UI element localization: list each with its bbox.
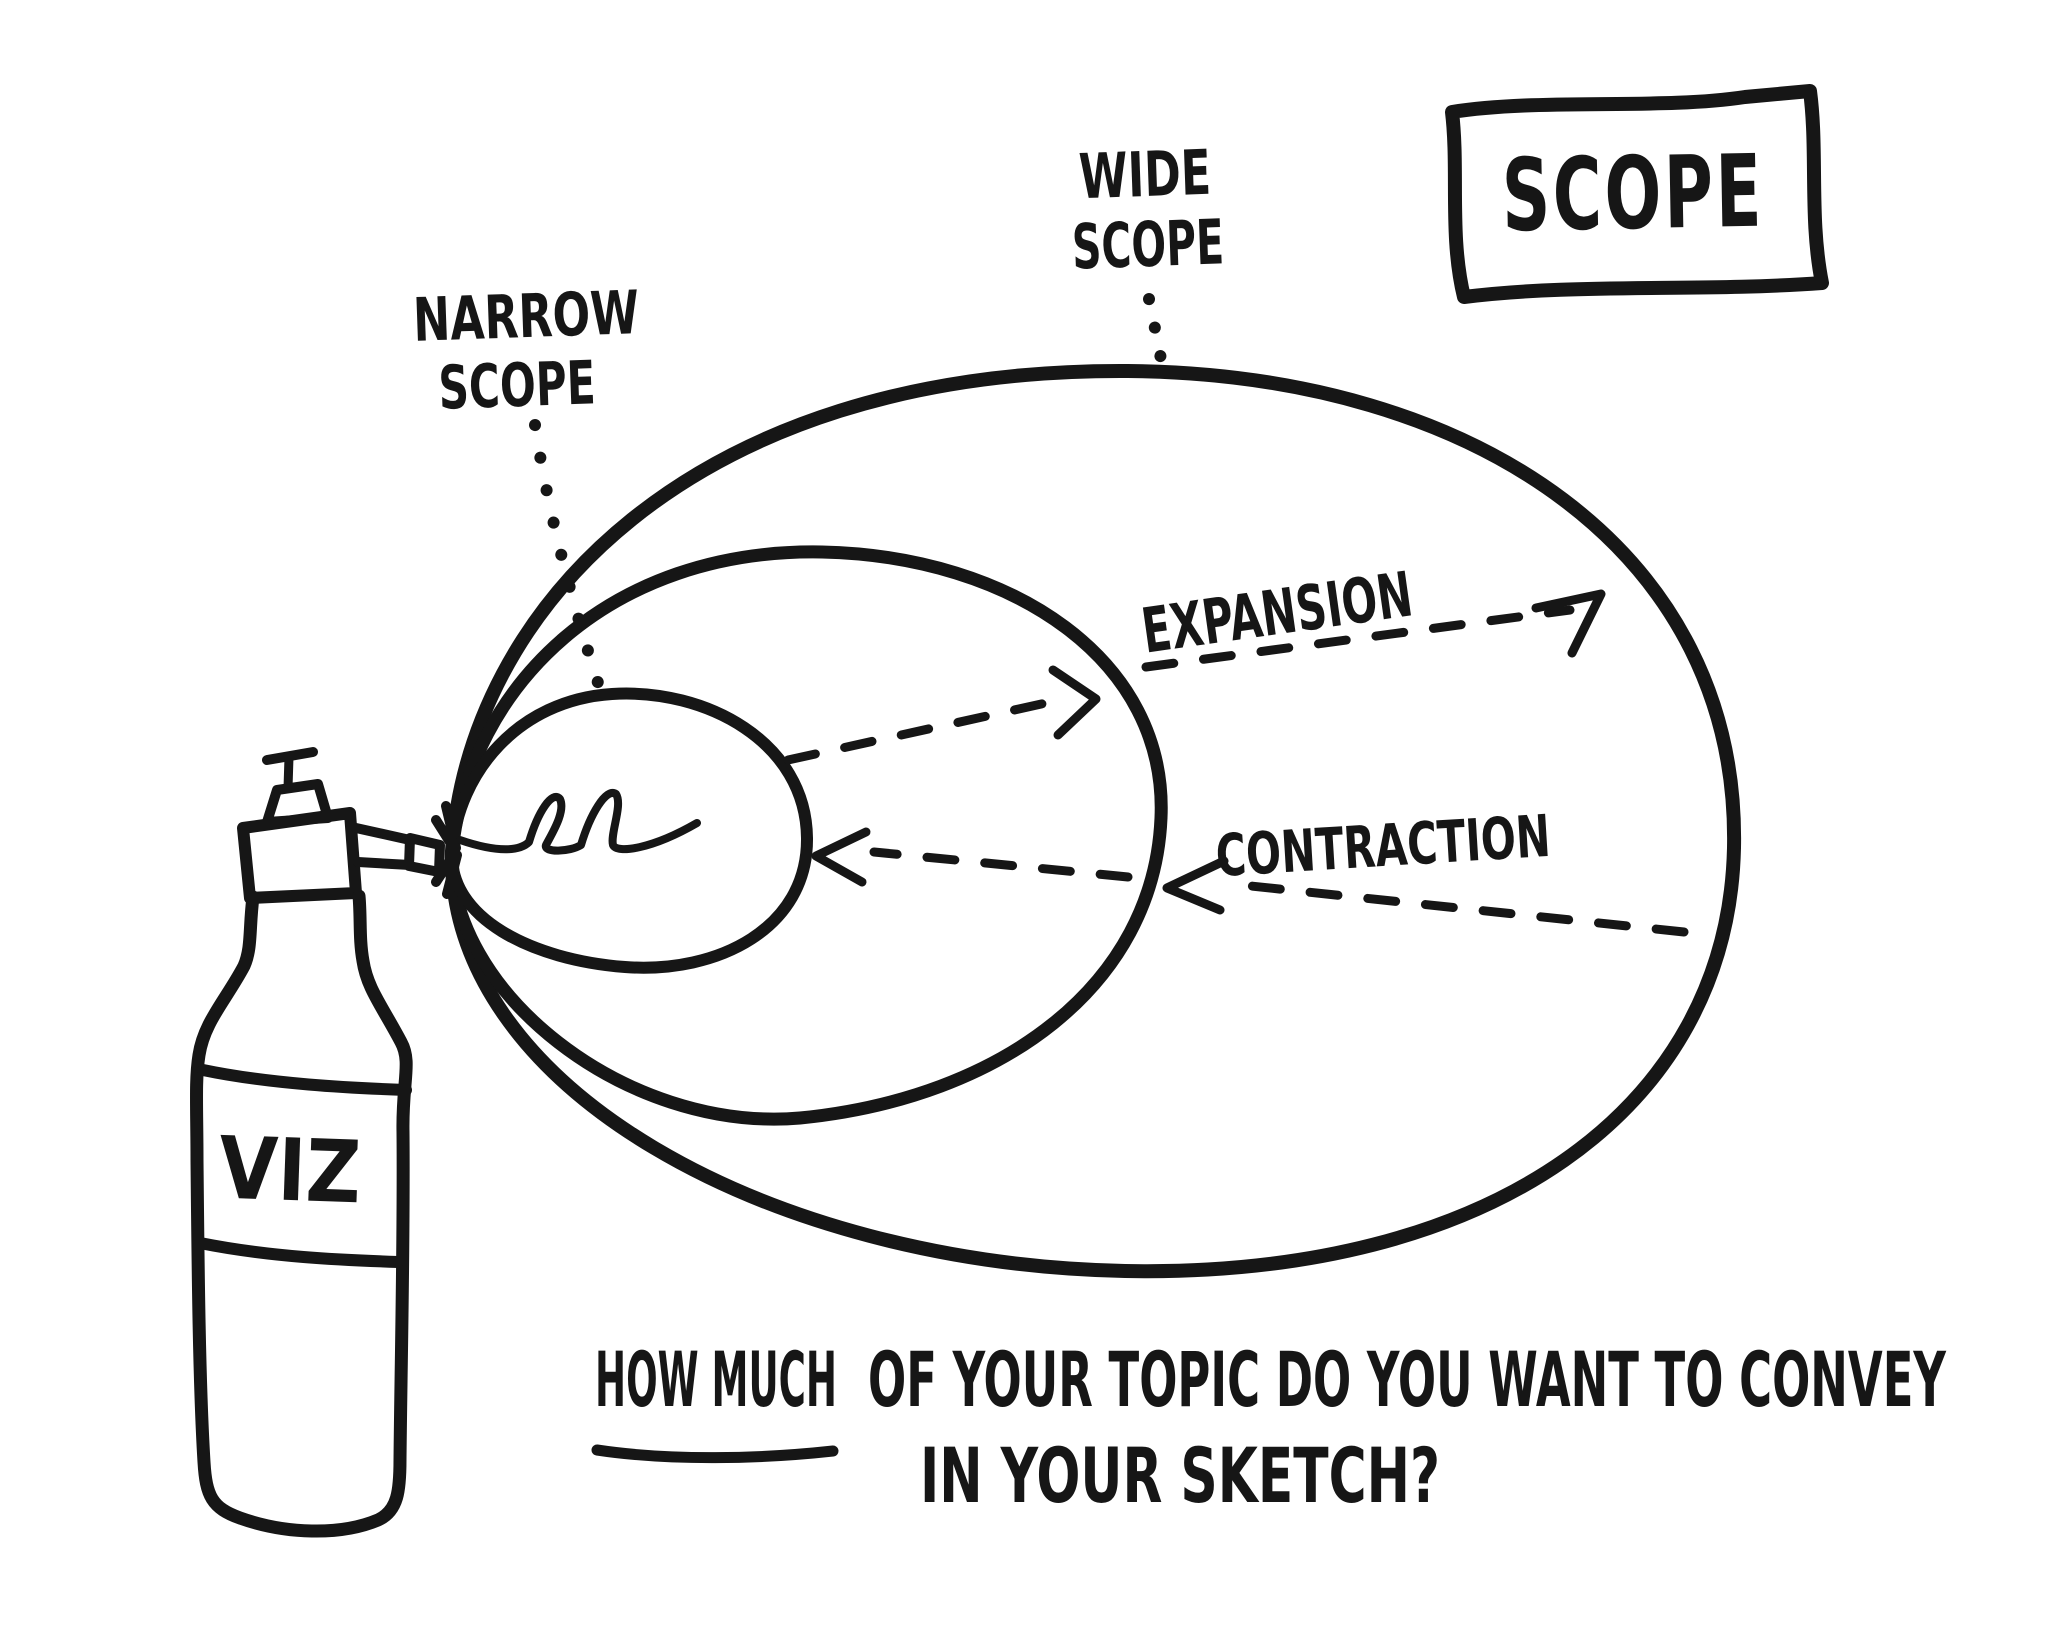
pump-stem (283, 752, 294, 793)
nozzle-arm (351, 823, 415, 870)
wide-scope-label: WIDE SCOPE (1071, 136, 1225, 378)
title-box-label: SCOPE (1501, 133, 1765, 255)
pump-head (237, 807, 362, 904)
contraction-arrow-inner-head (811, 827, 871, 887)
wide-scope-leader-dots (1143, 293, 1169, 378)
narrow-scope-label: NARROW SCOPE (412, 278, 640, 692)
contraction-arrows: CONTRACTION (811, 802, 1689, 937)
medium-scope-balloon (445, 545, 1168, 1126)
expansion-arrow-inner-dashes (783, 696, 1060, 765)
balloon-squiggle (456, 789, 701, 855)
contraction-arrow-outer-dashes (1227, 879, 1689, 937)
contraction-arrow-outer-head (1162, 856, 1229, 915)
expansion-arrow-outer-head (1531, 589, 1606, 658)
narrow-scope-line1: NARROW (412, 278, 640, 356)
contraction-arrow-inner-dashes (869, 847, 1133, 882)
expansion-arrow-outer-dashes (1141, 605, 1575, 672)
label-band-top (197, 1064, 412, 1096)
wide-scope-balloon (444, 363, 1742, 1279)
question-part1: HOW MUCH (595, 1335, 837, 1424)
balloon-knot (431, 801, 462, 899)
label-band-bottom (194, 1237, 404, 1268)
contraction-label: CONTRACTION (1214, 802, 1553, 890)
bottle-outline (190, 889, 413, 1538)
scope-balloons (431, 363, 1742, 1279)
bottle-label: VIZ (217, 1119, 362, 1224)
expansion-arrows: EXPANSION (783, 557, 1606, 765)
narrow-scope-leader-dots (529, 419, 605, 692)
nozzle-tip (404, 833, 445, 877)
title-box: SCOPE (1445, 84, 1829, 304)
wide-scope-line1: WIDE (1078, 136, 1212, 214)
question-text: HOW MUCH OF YOUR TOPIC DO YOU WANT TO CO… (591, 1335, 1947, 1520)
narrow-scope-line2: SCOPE (437, 348, 596, 423)
title-box-frame (1445, 84, 1829, 304)
viz-spray-bottle: VIZ (190, 747, 445, 1538)
question-part2: OF YOUR TOPIC DO YOU WANT TO CONVEY (868, 1335, 1947, 1424)
narrow-scope-balloon (445, 687, 814, 974)
wide-scope-line2: SCOPE (1071, 205, 1225, 283)
question-line2: IN YOUR SKETCH? (920, 1431, 1440, 1520)
how-much-underline (591, 1444, 839, 1464)
expansion-arrow-inner-head (1048, 665, 1101, 740)
